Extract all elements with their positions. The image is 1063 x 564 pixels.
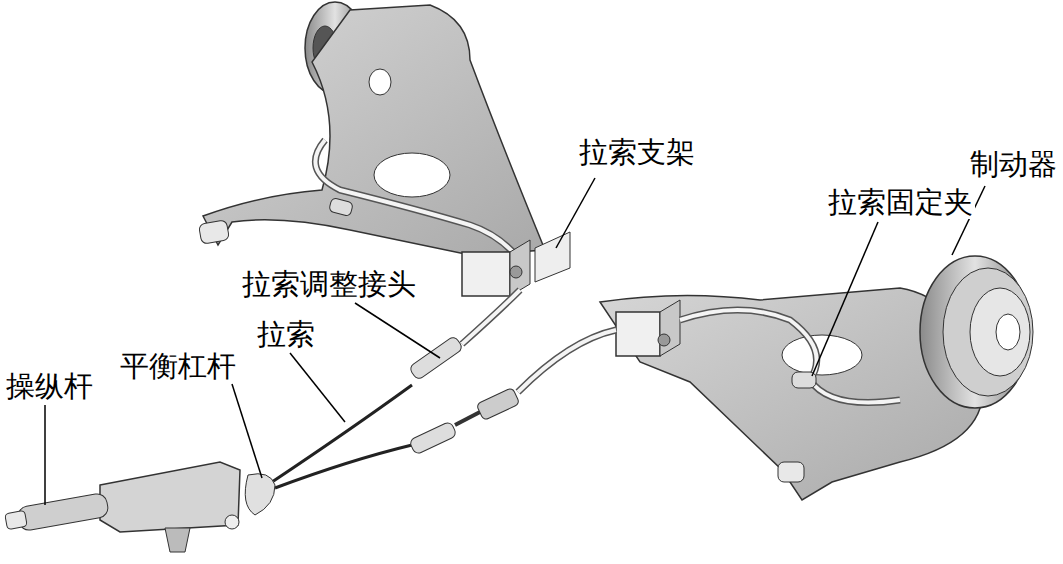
part-label: 拉索调整接头 (240, 268, 418, 301)
part-label: 拉索固定夹 (826, 186, 975, 219)
part-label: 操纵杆 (4, 370, 95, 403)
leader-lines (45, 178, 985, 505)
upper-brake (198, 2, 570, 296)
part-label: 拉索 (255, 318, 317, 351)
cables (272, 290, 616, 488)
lower-brake (600, 256, 1033, 500)
part-label: 拉索支架 (577, 136, 697, 169)
part-label: 制动器 (968, 148, 1059, 181)
part-label: 平衡杠杆 (118, 350, 238, 383)
